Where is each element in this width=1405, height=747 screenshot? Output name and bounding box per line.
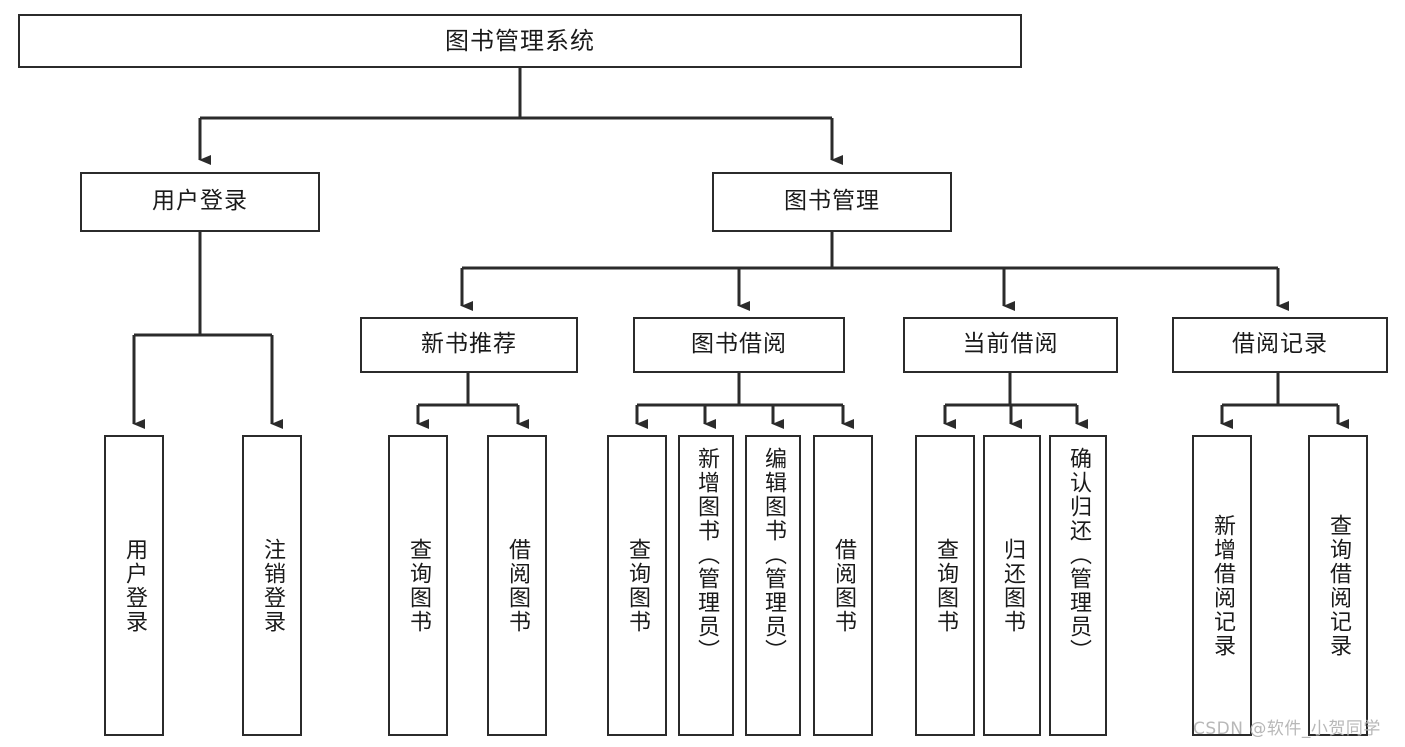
leaf-new-book-borrow-book[interactable]: 借阅图书 — [487, 435, 547, 736]
leaf-borrow-record-query-record[interactable]: 查询借阅记录 — [1308, 435, 1368, 736]
leaf-book-borrow-query-book[interactable]: 查询图书 — [607, 435, 667, 736]
node-label: 查询图书 — [624, 537, 650, 634]
node-label: 确认归还（管理员） — [1065, 447, 1091, 663]
node-label: 借阅图书 — [504, 537, 530, 634]
leaf-user-login-login[interactable]: 用户登录 — [104, 435, 164, 736]
leaf-book-borrow-add-book-admin[interactable]: 新增图书（管理员） — [678, 435, 734, 736]
node-label: 图书管理系统 — [445, 26, 595, 55]
node-label: 新增借阅记录 — [1209, 513, 1235, 658]
node-label: 用户登录 — [121, 537, 147, 634]
node-label: 新增图书（管理员） — [693, 447, 719, 663]
node-current-borrowing[interactable]: 当前借阅 — [903, 317, 1118, 373]
node-book-management-system[interactable]: 图书管理系统 — [18, 14, 1022, 68]
node-label: 查询借阅记录 — [1325, 513, 1351, 658]
leaf-user-login-logout[interactable]: 注销登录 — [242, 435, 302, 736]
node-label: 图书借阅 — [691, 331, 787, 358]
node-label: 注销登录 — [259, 537, 285, 634]
node-label: 当前借阅 — [962, 331, 1059, 358]
node-label: 借阅图书 — [830, 537, 856, 634]
node-label: 编辑图书（管理员） — [760, 447, 786, 663]
node-label: 新书推荐 — [421, 331, 517, 358]
node-label: 借阅记录 — [1232, 331, 1328, 358]
node-label: 查询图书 — [405, 537, 431, 634]
node-label: 查询图书 — [932, 537, 958, 634]
node-user-login[interactable]: 用户登录 — [80, 172, 320, 232]
leaf-current-borrow-return-book[interactable]: 归还图书 — [983, 435, 1041, 736]
node-label: 用户登录 — [152, 188, 248, 215]
leaf-book-borrow-borrow-book[interactable]: 借阅图书 — [813, 435, 873, 736]
leaf-book-borrow-edit-book-admin[interactable]: 编辑图书（管理员） — [745, 435, 801, 736]
node-borrowing-record[interactable]: 借阅记录 — [1172, 317, 1388, 373]
leaf-borrow-record-add-record[interactable]: 新增借阅记录 — [1192, 435, 1252, 736]
node-label: 归还图书 — [999, 537, 1025, 634]
node-new-book-recommendation[interactable]: 新书推荐 — [360, 317, 578, 373]
node-book-management[interactable]: 图书管理 — [712, 172, 952, 232]
node-book-borrowing[interactable]: 图书借阅 — [633, 317, 845, 373]
node-label: 图书管理 — [784, 188, 880, 215]
watermark-text: CSDN @软件_小贺同学 — [1193, 719, 1381, 739]
leaf-current-borrow-query-book[interactable]: 查询图书 — [915, 435, 975, 736]
leaf-current-borrow-confirm-return-admin[interactable]: 确认归还（管理员） — [1049, 435, 1107, 736]
leaf-new-book-query-book[interactable]: 查询图书 — [388, 435, 448, 736]
